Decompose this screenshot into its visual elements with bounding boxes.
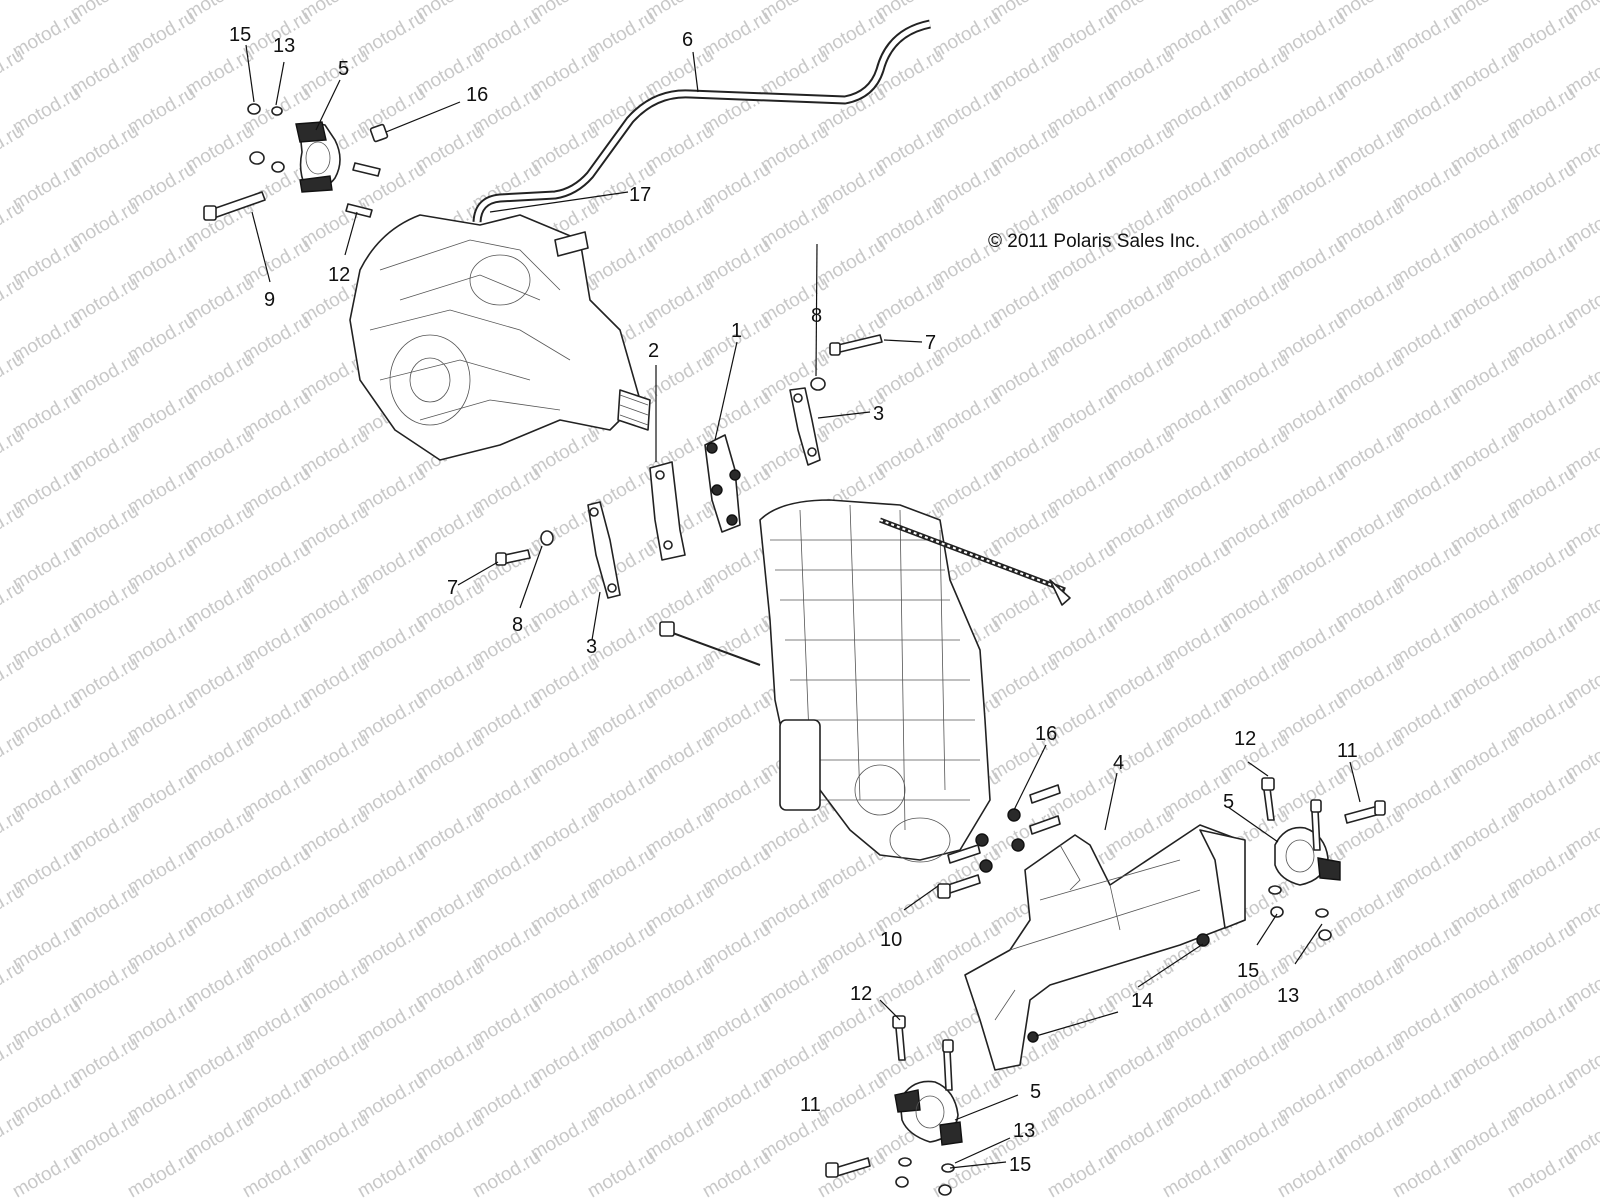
callout-label: 11 bbox=[1337, 740, 1358, 762]
callout-label: 1 bbox=[731, 320, 742, 342]
copyright-notice: © 2011 Polaris Sales Inc. bbox=[988, 231, 1200, 252]
hardware-top-left bbox=[203, 103, 389, 221]
callout-label: 5 bbox=[1223, 791, 1234, 813]
hardware-engine-lower bbox=[937, 784, 1061, 899]
callout-label: 10 bbox=[880, 929, 902, 951]
bolt-7-washer-8 bbox=[495, 334, 883, 566]
callout-label: 8 bbox=[512, 614, 523, 636]
callout-label: 12 bbox=[1234, 728, 1256, 750]
callout-label: 3 bbox=[586, 636, 597, 658]
callout-label: 5 bbox=[338, 58, 349, 80]
watermark-text: motod.ru bbox=[9, 1147, 84, 1200]
cable-harness-6 bbox=[472, 19, 932, 223]
callout-label: 13 bbox=[273, 35, 295, 57]
callout-label: 16 bbox=[1035, 723, 1057, 745]
callout-label: 7 bbox=[925, 332, 936, 354]
callout-label: 2 bbox=[648, 340, 659, 362]
engine-mount-right bbox=[1261, 777, 1386, 941]
engine-block bbox=[759, 499, 991, 863]
engine-mount-bottom bbox=[825, 1015, 963, 1196]
callout-label: 5 bbox=[1030, 1081, 1041, 1103]
engine-cables bbox=[659, 517, 1071, 666]
watermark-text: motod.ru bbox=[354, 1147, 429, 1200]
callout-label: 17 bbox=[629, 184, 651, 206]
watermark-text: motod.ru bbox=[1159, 1147, 1234, 1200]
watermark-text: motod.ru bbox=[1389, 1147, 1464, 1200]
plate-1 bbox=[704, 434, 741, 533]
callout-label: 4 bbox=[1113, 752, 1124, 774]
callout-label: 13 bbox=[1013, 1120, 1035, 1142]
callout-labels: 15 13 5 16 6 17 9 12 2 1 8 7 3 7 8 3 16 … bbox=[229, 24, 1358, 1176]
callout-label: 8 bbox=[811, 305, 822, 327]
callout-label: 13 bbox=[1277, 985, 1299, 1007]
crossmember-4 bbox=[964, 824, 1246, 1071]
watermark-text: motod.ru bbox=[1044, 1147, 1119, 1200]
plate-3-lower bbox=[587, 501, 621, 599]
watermark-text: motod.ru bbox=[699, 1147, 774, 1200]
watermark-text: motod.ru bbox=[239, 1147, 314, 1200]
callout-label: 16 bbox=[466, 84, 488, 106]
leader-lines bbox=[245, 44, 1361, 1169]
callout-label: 15 bbox=[1009, 1154, 1031, 1176]
callout-label: 12 bbox=[328, 264, 350, 286]
callout-label: 6 bbox=[682, 29, 693, 51]
transmission-assembly bbox=[349, 214, 651, 461]
watermark-text: motod.ru bbox=[124, 1147, 199, 1200]
engine-mount-top bbox=[295, 121, 341, 193]
watermark-text: motod.ru bbox=[1274, 1147, 1349, 1200]
callout-label: 9 bbox=[264, 289, 275, 311]
watermark-text: motod.ru bbox=[584, 1147, 659, 1200]
plate-3-upper bbox=[789, 387, 821, 466]
callout-label: 15 bbox=[229, 24, 251, 46]
watermark-text: motod.ru bbox=[469, 1147, 544, 1200]
callout-label: 12 bbox=[850, 983, 872, 1005]
callout-label: 3 bbox=[873, 403, 884, 425]
callout-label: 11 bbox=[800, 1094, 821, 1116]
callout-label: 15 bbox=[1237, 960, 1259, 982]
watermark-text: motod.ru bbox=[1504, 1147, 1579, 1200]
callout-label: 14 bbox=[1131, 990, 1153, 1012]
callout-label: 7 bbox=[447, 577, 458, 599]
plate-2 bbox=[649, 461, 686, 561]
watermark-text: motod.ru bbox=[0, 0, 27, 24]
